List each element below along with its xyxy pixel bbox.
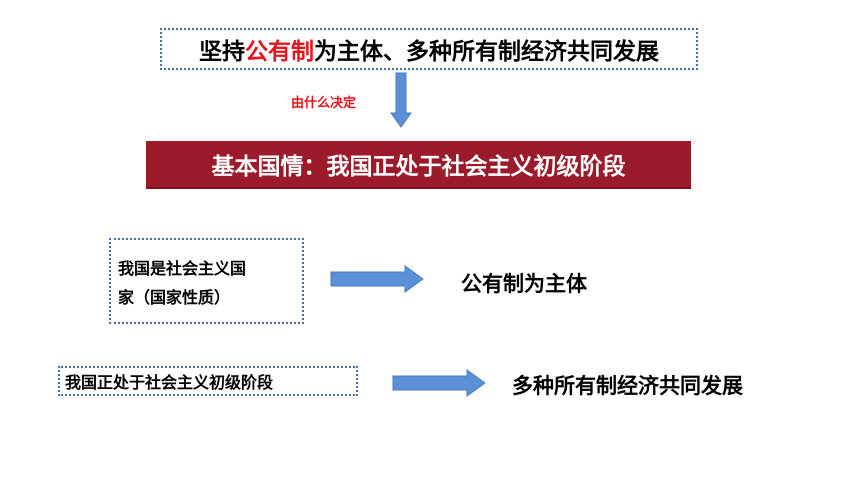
cause-box-line-2: 家（国家性质） (118, 288, 231, 307)
cause-box-line-1: 我国是社会主义国 (118, 259, 247, 278)
top-statement-highlight: 公有制 (245, 39, 314, 65)
top-statement-suffix: 为主体、多种所有制经济共同发展 (314, 39, 659, 65)
effect-public-ownership: 公有制为主体 (461, 272, 587, 296)
right-arrow-icon (330, 265, 424, 293)
down-arrow-label: 由什么决定 (291, 96, 357, 111)
effect-diverse-ownership: 多种所有制经济共同发展 (512, 374, 743, 398)
top-statement-box: 坚持公有制为主体、多种所有制经济共同发展 (160, 28, 698, 70)
basic-national-condition-banner: 基本国情：我国正处于社会主义初级阶段 (146, 141, 691, 189)
cause-box-primary-stage: 我国正处于社会主义初级阶段 (58, 366, 358, 396)
top-statement-prefix: 坚持 (199, 39, 245, 65)
cause-box-state-nature: 我国是社会主义国 家（国家性质） (109, 238, 304, 324)
right-arrow-icon (392, 369, 486, 397)
down-arrow-icon (390, 72, 412, 128)
